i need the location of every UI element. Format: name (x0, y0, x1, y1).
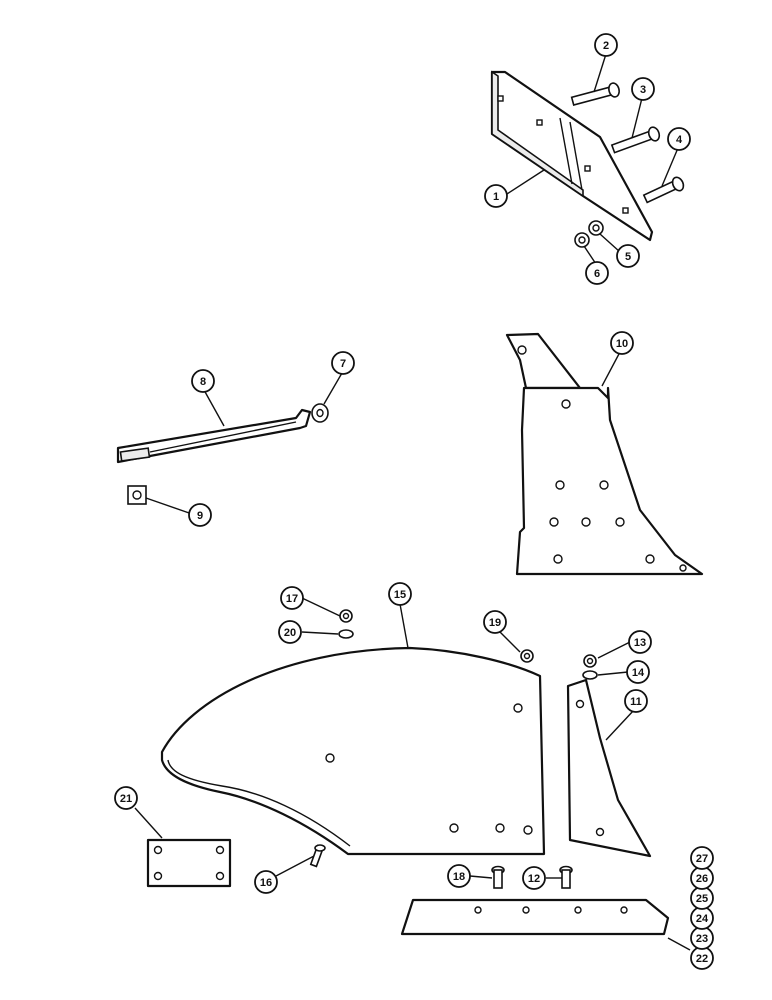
nut-17 (339, 609, 353, 623)
callout-2-label: 2 (603, 40, 609, 52)
plow-bolt-3 (610, 126, 661, 154)
brace-bar-8 (116, 408, 312, 464)
frog-10 (505, 332, 704, 576)
callout-23-label: 23 (696, 933, 708, 945)
callout-13-label: 13 (634, 637, 646, 649)
washer-20 (338, 629, 354, 639)
plate-21 (146, 838, 232, 888)
callout-3: 3 (631, 77, 655, 101)
callout-22-label: 22 (696, 953, 708, 965)
nut-5 (588, 220, 604, 236)
share-plate (490, 70, 654, 242)
callout-3-label: 3 (640, 84, 646, 96)
nut-19 (520, 649, 534, 663)
callout-8: 8 (191, 369, 215, 393)
bolt-18 (491, 865, 505, 889)
callout-10-label: 10 (616, 338, 628, 350)
callout-14: 14 (626, 660, 650, 684)
callout-19-label: 19 (489, 617, 501, 629)
callout-19: 19 (483, 610, 507, 634)
callout-15-label: 15 (394, 589, 406, 601)
callout-4: 4 (667, 127, 691, 151)
callout-17: 17 (280, 586, 304, 610)
square-nut-9 (127, 485, 147, 505)
callout-18: 18 (447, 864, 471, 888)
callout-27-label: 27 (696, 853, 708, 865)
callout-6-label: 6 (594, 268, 600, 280)
callout-4-label: 4 (676, 134, 683, 146)
landside-bar-22 (400, 898, 670, 936)
callout-5: 5 (616, 244, 640, 268)
callout-25-label: 25 (696, 893, 708, 905)
callout-26: 26 (690, 866, 714, 890)
callout-15: 15 (388, 582, 412, 606)
bolt-16 (309, 844, 326, 868)
callout-5-label: 5 (625, 251, 631, 263)
callout-10: 10 (610, 331, 634, 355)
callout-23: 23 (690, 926, 714, 950)
callout-27: 27 (690, 846, 714, 870)
callout-16-label: 16 (260, 877, 272, 889)
washer-14 (582, 670, 598, 680)
callout-26-label: 26 (696, 873, 708, 885)
leader-lines (134, 53, 691, 951)
callout-1-label: 1 (493, 191, 499, 203)
callout-24: 24 (690, 906, 714, 930)
callout-9: 9 (188, 503, 212, 527)
callout-11: 11 (624, 689, 648, 713)
washer-7 (311, 403, 329, 423)
callout-1: 1 (484, 184, 508, 208)
callout-20: 20 (278, 620, 302, 644)
callout-14-label: 14 (632, 667, 645, 679)
callout-11-label: 11 (630, 696, 642, 708)
bolt-12 (559, 865, 573, 889)
callout-8-label: 8 (200, 376, 206, 388)
callout-18-label: 18 (453, 871, 465, 883)
callout-13: 13 (628, 630, 652, 654)
callout-16: 16 (254, 870, 278, 894)
plow-bolt-4 (642, 176, 685, 204)
callout-17-label: 17 (286, 593, 298, 605)
callout-6: 6 (585, 261, 609, 285)
callout-25: 25 (690, 886, 714, 910)
callout-12-label: 12 (528, 873, 540, 885)
callout-12: 12 (522, 866, 546, 890)
nut-6 (574, 232, 590, 248)
callout-22: 22 (690, 946, 714, 970)
callout-2: 2 (594, 33, 618, 57)
callout-7-label: 7 (340, 358, 346, 370)
callout-20-label: 20 (284, 627, 296, 639)
callout-21: 21 (114, 786, 138, 810)
callout-9-label: 9 (197, 510, 203, 522)
callout-24-label: 24 (696, 913, 709, 925)
callout-7: 7 (331, 351, 355, 375)
callout-21-label: 21 (120, 793, 132, 805)
nut-13 (583, 654, 597, 668)
shin-11 (566, 678, 652, 858)
plow-bolt-2 (570, 82, 620, 107)
moldboard-15 (160, 646, 546, 856)
